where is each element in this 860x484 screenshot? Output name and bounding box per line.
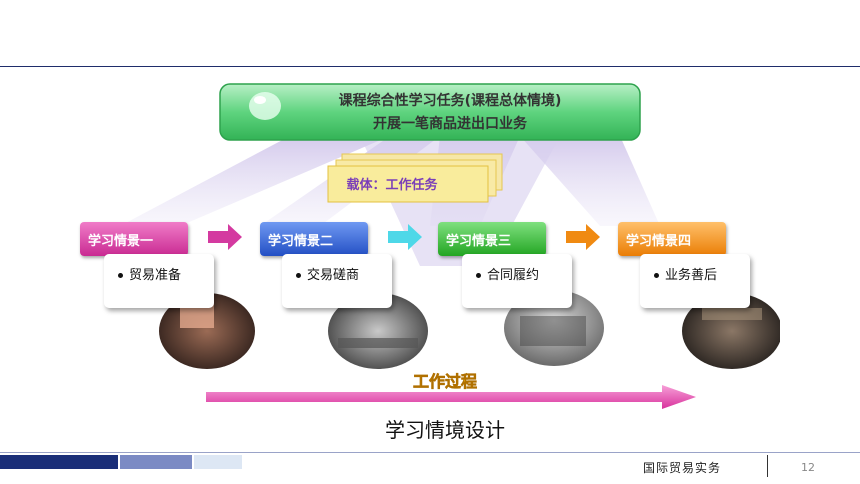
footer-bar-light	[194, 455, 242, 469]
stage-4-label: 学习情景四	[626, 233, 692, 249]
stage-1-label: 学习情景一	[88, 233, 154, 249]
process-label: 工作过程	[413, 372, 477, 391]
stage-2-item: 交易磋商	[307, 268, 360, 283]
stage-3-item: 合同履约	[487, 268, 540, 283]
task-title-line2: 开展一笔商品进出口业务	[373, 115, 528, 132]
task-title-line1: 课程综合性学习任务(课程总体情境)	[339, 92, 562, 109]
arrow-icon	[566, 224, 600, 250]
bullet-icon	[654, 273, 659, 278]
bullet-icon	[476, 273, 481, 278]
footer-bar-mid	[120, 455, 192, 469]
stage-1-box: 学习情景一	[80, 222, 188, 256]
stage-2-label: 学习情景二	[268, 233, 334, 249]
water-drop-icon	[249, 92, 281, 120]
stage-photos	[159, 290, 782, 369]
footer-divider	[767, 455, 768, 477]
stage-1-item: 贸易准备	[129, 268, 182, 283]
arrow-icon	[388, 224, 422, 250]
carrier-box: 载体：工作任务	[327, 153, 503, 203]
stage-3-box: 学习情景三	[438, 222, 546, 256]
stage-2-box: 学习情景二	[260, 222, 368, 256]
learning-scenario-diagram: 课程综合性学习任务(课程总体情境) 开展一笔商品进出口业务 载体：工作任务	[60, 76, 782, 448]
work-process-arrow: 工作过程	[206, 372, 696, 409]
photo-negotiation	[328, 293, 428, 369]
stage-arrows	[208, 224, 600, 250]
stage-4-item: 业务善后	[665, 268, 718, 283]
stage-3-label: 学习情景三	[446, 233, 512, 249]
page-number: 12	[801, 461, 815, 474]
stage-4-box: 学习情景四	[618, 222, 726, 256]
stage-2-card: 交易磋商	[282, 254, 392, 308]
diagram-svg: 课程综合性学习任务(课程总体情境) 开展一笔商品进出口业务 载体：工作任务	[120, 83, 782, 442]
stage-1-card: 贸易准备	[104, 254, 214, 308]
stage-4-card: 业务善后	[640, 254, 750, 308]
bullet-icon	[118, 273, 123, 278]
carrier-label: 载体：工作任务	[346, 177, 438, 193]
footer-course-title: 国际贸易实务	[643, 461, 722, 475]
header-rule	[0, 66, 860, 67]
diagram-caption: 学习情境设计	[385, 418, 505, 442]
footer-bar-dark	[0, 455, 118, 469]
footer-rule	[0, 452, 860, 453]
stage-3-card: 合同履约	[462, 254, 572, 308]
bullet-icon	[296, 273, 301, 278]
course-task-box: 课程综合性学习任务(课程总体情境) 开展一笔商品进出口业务	[219, 83, 641, 141]
arrow-icon	[208, 224, 242, 250]
